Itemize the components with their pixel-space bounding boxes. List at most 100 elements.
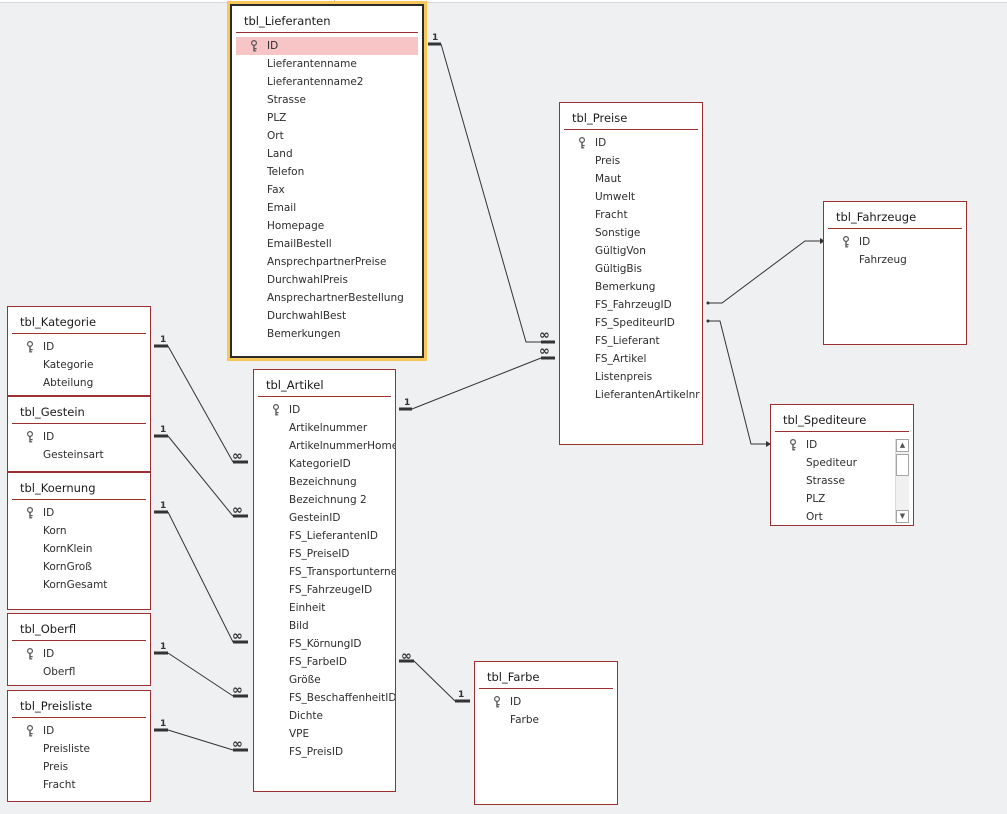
table-field[interactable]: Email	[232, 199, 422, 217]
table-field[interactable]: PLZ	[771, 490, 913, 508]
table-field[interactable]: VPE	[254, 725, 395, 743]
table-field[interactable]: KategorieID	[254, 455, 395, 473]
table-field[interactable]: KornGesamt	[8, 576, 150, 594]
table-field[interactable]: Homepage	[232, 217, 422, 235]
table-field[interactable]: Artikelnummer	[254, 419, 395, 437]
table-field[interactable]: DurchwahlPreis	[232, 271, 422, 289]
table-field[interactable]: KornGroß	[8, 558, 150, 576]
relationship-oberfl-artikel[interactable]	[154, 651, 248, 698]
primary-key-field[interactable]: ID	[236, 37, 418, 55]
table-title[interactable]: tbl_Preise	[572, 111, 628, 125]
table-field[interactable]: Strasse	[232, 91, 422, 109]
table-field[interactable]: Abteilung	[8, 374, 150, 392]
table-field[interactable]: Größe	[254, 671, 395, 689]
primary-key-field[interactable]: ID	[8, 428, 150, 446]
table-field[interactable]: GesteinID	[254, 509, 395, 527]
scroll-thumb[interactable]	[896, 454, 909, 476]
table-field[interactable]: FS_FahrzeugeID	[254, 581, 395, 599]
primary-key-field[interactable]: ID	[8, 338, 150, 356]
table-field[interactable]: Umwelt	[560, 188, 702, 206]
relationship-preise-spediteure[interactable]	[707, 320, 766, 445]
table-field[interactable]: Bemerkungen	[232, 325, 422, 343]
table-title[interactable]: tbl_Spediteure	[783, 413, 867, 427]
relationship-gestein-artikel[interactable]	[154, 434, 248, 518]
table-field[interactable]: Bezeichnung	[254, 473, 395, 491]
table-field[interactable]: Fahrzeug	[824, 251, 966, 269]
table-field[interactable]: GültigVon	[560, 242, 702, 260]
table-field[interactable]: Preis	[560, 152, 702, 170]
table-field[interactable]: FS_FarbeID	[254, 653, 395, 671]
relationship-preise-fahrzeuge[interactable]	[707, 240, 820, 304]
primary-key-field[interactable]: ID	[475, 693, 617, 711]
table-field[interactable]: ArtikelnummerHome	[254, 437, 395, 455]
table-field[interactable]: Fax	[232, 181, 422, 199]
primary-key-field[interactable]: ID	[8, 645, 150, 663]
table-field[interactable]: Maut	[560, 170, 702, 188]
table-field[interactable]: Bild	[254, 617, 395, 635]
table-field[interactable]: KornKlein	[8, 540, 150, 558]
table-title[interactable]: tbl_Kategorie	[20, 315, 97, 329]
table-field[interactable]: FS_Lieferant	[560, 332, 702, 350]
table-field[interactable]: DurchwahlBest	[232, 307, 422, 325]
table-title[interactable]: tbl_Artikel	[266, 378, 324, 392]
table-field[interactable]: Dichte	[254, 707, 395, 725]
table-field[interactable]: FS_FahrzeugID	[560, 296, 702, 314]
table-field[interactable]: Land	[232, 145, 422, 163]
table-field[interactable]: FS_Artikel	[560, 350, 702, 368]
table-field[interactable]: PLZ	[232, 109, 422, 127]
table-field[interactable]: Einheit	[254, 599, 395, 617]
table-field[interactable]: GültigBis	[560, 260, 702, 278]
table-title[interactable]: tbl_Koernung	[20, 481, 96, 495]
table-field[interactable]: FS_Transportunternehmen	[254, 563, 395, 581]
table-field[interactable]: Spediteur	[771, 454, 913, 472]
table-field[interactable]: Fracht	[560, 206, 702, 224]
relationship-preisliste-artikel[interactable]	[154, 728, 248, 752]
table-field[interactable]: Korn	[8, 522, 150, 540]
relationship-lieferanten-preise[interactable]	[428, 42, 555, 344]
table-field[interactable]: Strasse	[771, 472, 913, 490]
primary-key-field[interactable]: ID	[254, 401, 395, 419]
primary-key-field[interactable]: ID	[771, 436, 913, 454]
table-field[interactable]: Bezeichnung 2	[254, 491, 395, 509]
relationship-kategorie-artikel[interactable]	[154, 344, 248, 464]
table-field[interactable]: FS_KörnungID	[254, 635, 395, 653]
table-field[interactable]: Sonstige	[560, 224, 702, 242]
table-field[interactable]: FS_PreisID	[254, 743, 395, 761]
table-field[interactable]: Lieferantenname2	[232, 73, 422, 91]
table-title[interactable]: tbl_Farbe	[487, 670, 540, 684]
primary-key-field[interactable]: ID	[560, 134, 702, 152]
table-field[interactable]: Ort	[232, 127, 422, 145]
table-field[interactable]: Lieferantenname	[232, 55, 422, 73]
scroll-down-arrow-icon[interactable]: ▼	[896, 510, 909, 523]
table-field[interactable]: AnsprechpartnerPreise	[232, 253, 422, 271]
vertical-scrollbar[interactable]: ▲ ▼	[895, 439, 909, 523]
table-title[interactable]: tbl_Gestein	[20, 405, 85, 419]
relationship-koernung-artikel[interactable]	[154, 510, 248, 644]
primary-key-field[interactable]: ID	[824, 233, 966, 251]
table-title[interactable]: tbl_Preisliste	[20, 699, 93, 713]
table-field[interactable]: Telefon	[232, 163, 422, 181]
table-field[interactable]: FS_LieferantenID	[254, 527, 395, 545]
table-field[interactable]: Listenpreis	[560, 368, 702, 386]
table-field[interactable]: Kategorie	[8, 356, 150, 374]
